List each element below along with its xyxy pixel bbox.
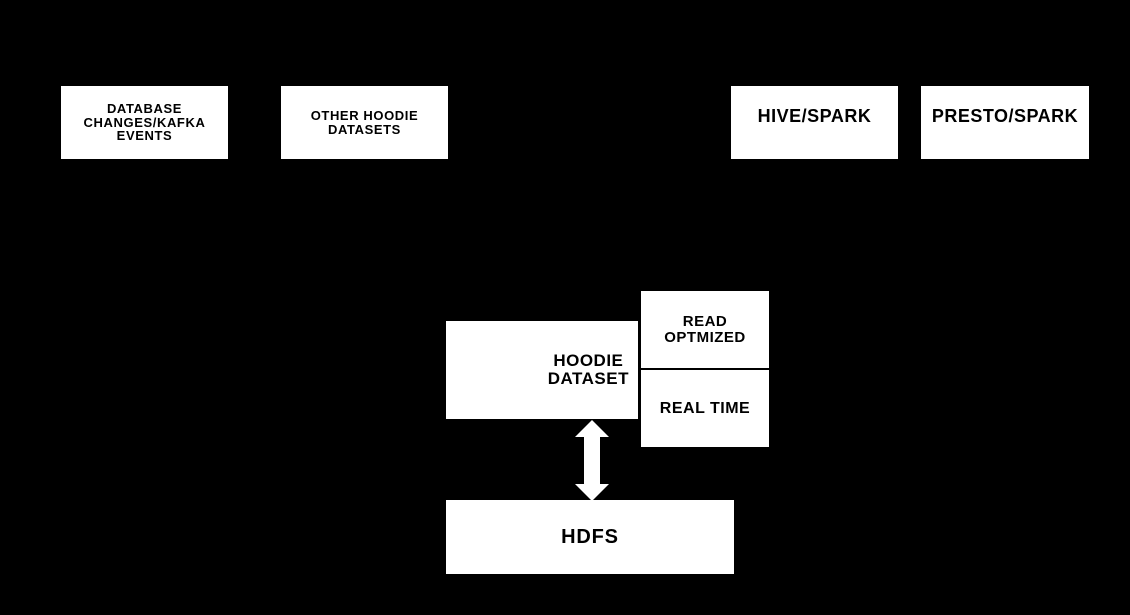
- hdfs-label: HDFS: [561, 525, 619, 548]
- read-optmized-view-box: READ OPTMIZED: [641, 291, 769, 368]
- hive-spark-label: HIVE/SPARK: [757, 106, 872, 126]
- other-hoodie-datasets-box: OTHER HOODIE DATASETS: [281, 86, 448, 159]
- hoodie-dataset-label: HOODIE DATASET: [547, 351, 629, 388]
- hive-spark-box: HIVE/SPARK: [731, 86, 898, 159]
- database-changes-kafka-events-label: DATABASE CHANGES/KAFKA EVENTS: [83, 101, 206, 144]
- other-hoodie-datasets-label: OTHER HOODIE DATASETS: [310, 108, 419, 137]
- real-time-view-label: REAL TIME: [659, 399, 751, 417]
- presto-spark-label: PRESTO/SPARK: [931, 106, 1079, 126]
- real-time-view-box: REAL TIME: [641, 370, 769, 447]
- read-optmized-view-label: READ OPTMIZED: [664, 313, 746, 346]
- hoodie-hdfs-double-arrow-icon: [575, 420, 609, 501]
- presto-spark-box: PRESTO/SPARK: [921, 86, 1089, 159]
- database-changes-kafka-events-box: DATABASE CHANGES/KAFKA EVENTS: [61, 86, 228, 159]
- hoodie-dataset-box: HOODIE DATASET: [446, 321, 638, 419]
- hdfs-box: HDFS: [446, 500, 734, 574]
- double-arrow-shape: [575, 420, 609, 501]
